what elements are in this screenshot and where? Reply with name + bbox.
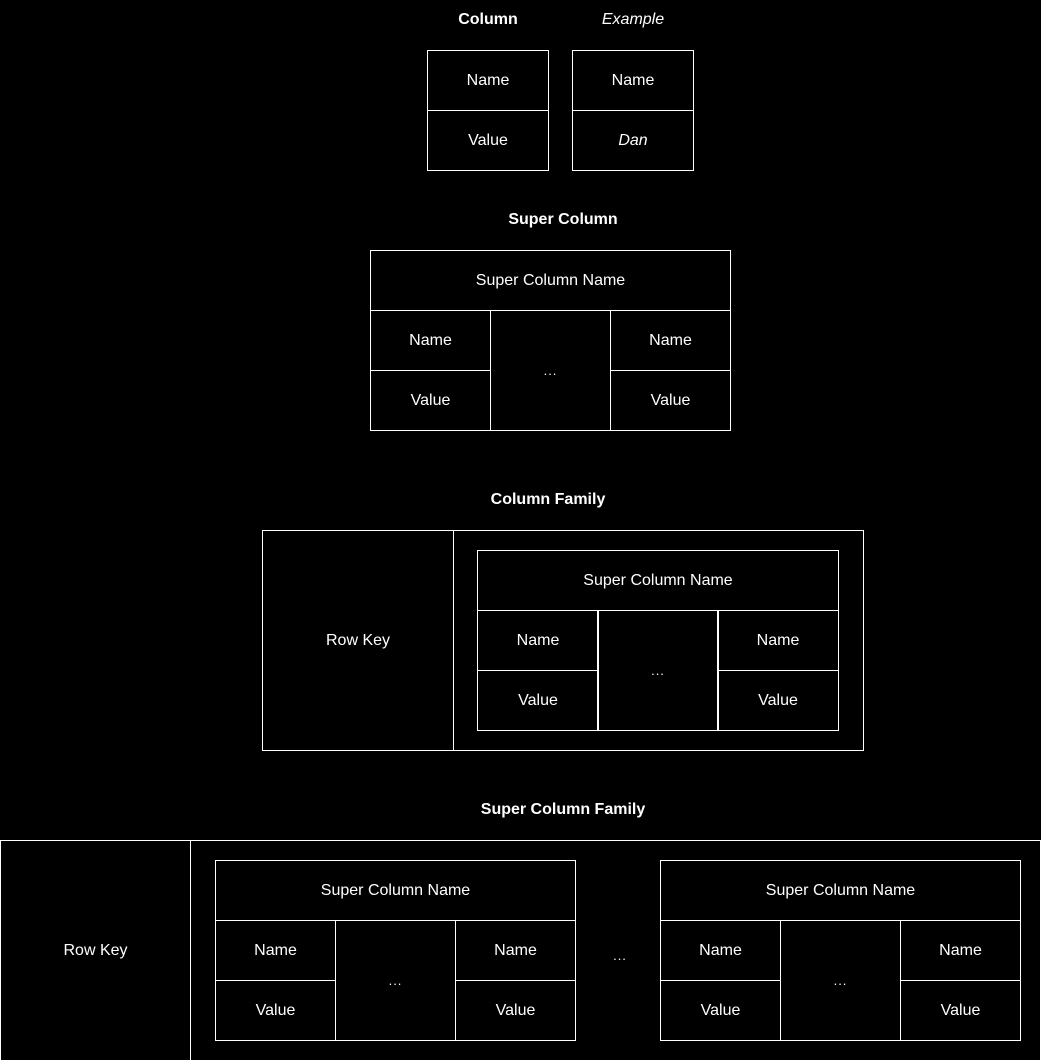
column-family-right-name-cell: Name <box>717 610 839 671</box>
example-name-cell: Name <box>572 50 694 111</box>
super-column-left-value-cell: Value <box>370 370 491 431</box>
scf-group-2-right-value-cell: Value <box>900 980 1021 1041</box>
column-family-left-value-cell: Value <box>477 670 599 731</box>
column-family-right-value-cell: Value <box>717 670 839 731</box>
super-column-title: Super Column <box>508 211 618 228</box>
column-family-header-cell: Super Column Name <box>477 550 839 611</box>
example-title: Example <box>601 11 665 28</box>
column-value-cell: Value <box>427 110 549 171</box>
scf-group-1-left-name-cell: Name <box>215 920 336 981</box>
column-family-row-key-cell: Row Key <box>262 530 454 751</box>
scf-group-1-right-name-cell: Name <box>455 920 576 981</box>
column-family-title: Column Family <box>490 491 606 508</box>
scf-group-1-ellipsis-cell: ... <box>335 920 456 1041</box>
column-name-cell: Name <box>427 50 549 111</box>
super-column-right-name-cell: Name <box>610 310 731 371</box>
scf-group-2-ellipsis-cell: ... <box>780 920 901 1041</box>
super-column-ellipsis-cell: ... <box>490 310 611 431</box>
example-value-cell: Dan <box>572 110 694 171</box>
scf-group-2-left-value-cell: Value <box>660 980 781 1041</box>
column-title: Column <box>458 11 518 28</box>
super-column-right-value-cell: Value <box>610 370 731 431</box>
super-column-left-name-cell: Name <box>370 310 491 371</box>
scf-group-2-left-name-cell: Name <box>660 920 781 981</box>
scf-group-2-right-name-cell: Name <box>900 920 1021 981</box>
column-family-container <box>453 530 864 751</box>
scf-group-1-left-value-cell: Value <box>215 980 336 1041</box>
scf-group-2-header-cell: Super Column Name <box>660 860 1021 921</box>
column-family-ellipsis-cell: ... <box>597 610 719 731</box>
super-column-family-title: Super Column Family <box>480 801 646 818</box>
scf-group-1-right-value-cell: Value <box>455 980 576 1041</box>
column-family-left-name-cell: Name <box>477 610 599 671</box>
scf-group-1-header-cell: Super Column Name <box>215 860 576 921</box>
super-column-family-row-key-cell: Row Key <box>0 840 191 1061</box>
super-column-header-cell: Super Column Name <box>370 250 731 311</box>
scf-between-ellipsis: ... <box>613 947 627 963</box>
